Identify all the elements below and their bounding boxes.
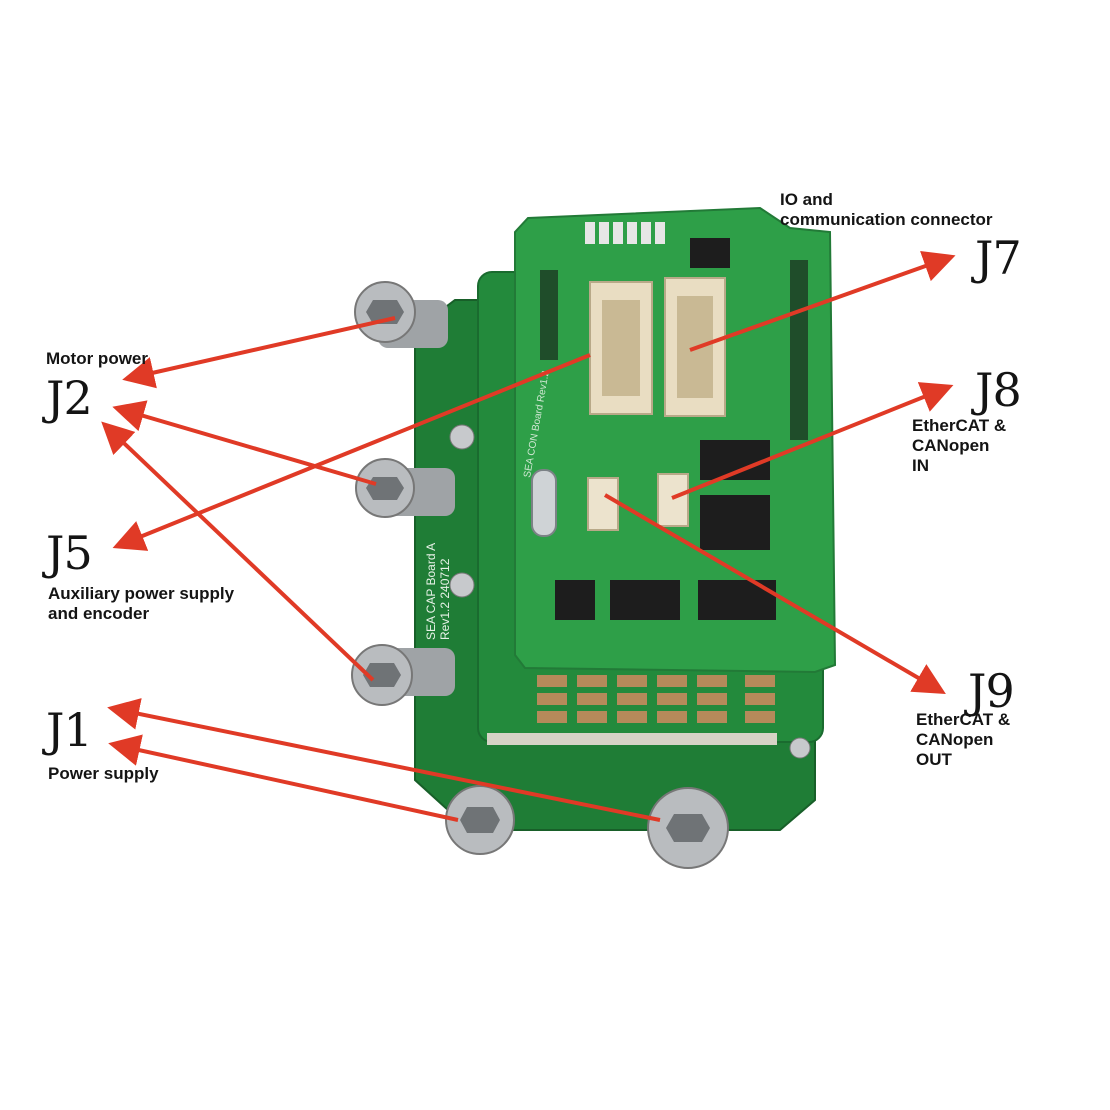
connector-j5-slot [602, 300, 640, 396]
usb-c-port [531, 469, 557, 537]
bolt-j2-top [354, 281, 448, 348]
mounting-screw [449, 572, 475, 598]
capacitor-grid [537, 675, 775, 723]
j2-label: J2 [46, 371, 93, 425]
arrow-j2-c [101, 421, 375, 682]
j1-description: Power supply [48, 764, 159, 783]
pin-strip [487, 733, 777, 745]
arrow-j7 [689, 250, 956, 352]
bolt-j2-mid [355, 458, 455, 518]
j5-label: J5 [46, 526, 93, 580]
arrow-j2-a [122, 316, 396, 389]
chip-block-2 [700, 495, 770, 550]
mounting-screw [789, 737, 811, 759]
bolt-j5 [351, 644, 455, 706]
top-ic [690, 238, 730, 268]
arrow-j9 [603, 493, 946, 695]
j1-label: J1 [46, 703, 93, 757]
bottom-board-silkscreen: SEA CAP Board ARev1.2 240712 [424, 543, 452, 640]
j2-description: Motor power [46, 349, 148, 368]
bolt-j1-left [445, 785, 515, 855]
right-header [790, 260, 808, 440]
arrow-j5 [112, 353, 591, 551]
arrow-j8 [671, 382, 954, 500]
arrow-j1-a [107, 698, 661, 822]
mounting-screw [449, 424, 475, 450]
bolt-j1-right [647, 787, 729, 869]
j8-description: EtherCAT & CANopen IN [912, 416, 1007, 475]
connector-j8 [657, 473, 689, 527]
j9-description: EtherCAT & CANopen OUT [916, 710, 1011, 769]
led-row [585, 222, 665, 244]
left-header [540, 270, 558, 360]
j9-label: J9 [968, 664, 1015, 718]
j7-label: J7 [975, 231, 1022, 285]
arrow-j2-b [112, 400, 377, 486]
j8-label: J8 [975, 363, 1022, 417]
arrow-j1-b [108, 734, 459, 822]
chip-row [555, 580, 776, 620]
j7-description: IO and communication connector [780, 190, 993, 229]
j5-description: Auxiliary power supply and encoder [48, 584, 235, 623]
